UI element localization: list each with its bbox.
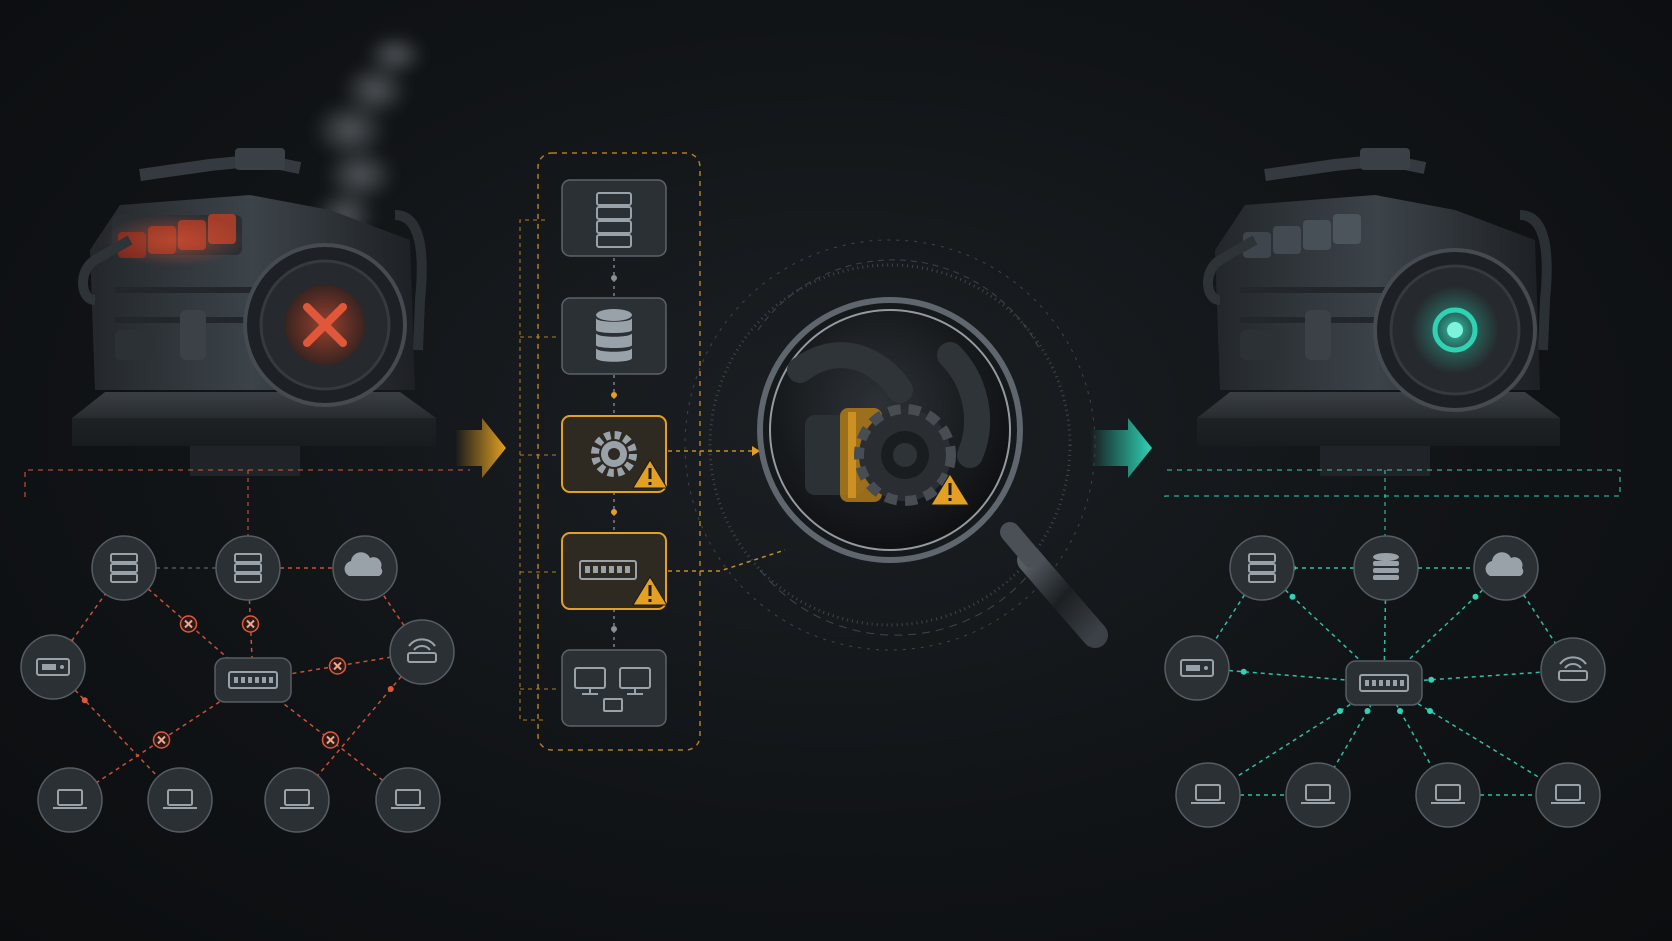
network-node-laptop xyxy=(1415,762,1481,828)
gear-icon xyxy=(591,431,637,477)
magnifier-icon xyxy=(684,239,1108,651)
failed-network xyxy=(20,535,455,833)
network-node-laptop xyxy=(1175,762,1241,828)
network-node-router xyxy=(389,619,455,685)
diagnosis-stack xyxy=(519,152,786,751)
laptop-icon xyxy=(1191,784,1225,804)
storage-device-icon xyxy=(1180,659,1214,677)
network-node-cloud xyxy=(332,535,398,601)
power-glow-icon xyxy=(1432,307,1478,353)
switch-icon xyxy=(228,671,278,689)
network-node-switch xyxy=(214,657,292,703)
link-break-icon xyxy=(328,657,347,675)
network-node-server xyxy=(1229,535,1295,601)
database-icon xyxy=(1373,553,1399,580)
server-rack-icon xyxy=(596,192,632,248)
warning-triangle-icon xyxy=(632,459,668,489)
link-break-icon xyxy=(241,615,260,633)
laptop-icon xyxy=(53,789,87,809)
router-icon xyxy=(1558,656,1588,681)
stack-block-server xyxy=(561,179,667,257)
link-pulse-dot xyxy=(1427,708,1433,714)
laptop-icon xyxy=(1551,784,1585,804)
red-cylinder-heads xyxy=(105,214,245,266)
storage-device-icon xyxy=(36,658,70,676)
link-pulse-dot xyxy=(1240,668,1247,675)
failed-engine xyxy=(72,33,436,476)
laptop-icon xyxy=(391,789,425,809)
magnifier-handle xyxy=(1017,547,1108,648)
link-pulse-dot xyxy=(387,686,394,692)
link-break-icon xyxy=(152,731,171,749)
warning-triangle-icon xyxy=(632,576,668,606)
link-pulse-dot xyxy=(1428,676,1435,683)
network-node-database xyxy=(1353,535,1419,601)
cloud-icon xyxy=(344,552,383,576)
network-node-router xyxy=(1540,637,1606,703)
network-node-laptop xyxy=(1285,762,1351,828)
switch-icon xyxy=(1359,674,1409,692)
network-node-storage-device xyxy=(1164,635,1230,701)
server-icon xyxy=(1248,553,1276,583)
network-node-server xyxy=(91,535,157,601)
arrow-to-diagnosis xyxy=(455,418,506,478)
laptop-icon xyxy=(163,789,197,809)
network-node-switch xyxy=(1345,660,1423,706)
cloud-icon xyxy=(1485,552,1524,576)
network-node-laptop xyxy=(37,767,103,833)
network-node-laptop xyxy=(264,767,330,833)
link-break-icon xyxy=(179,615,198,633)
network-node-laptop xyxy=(375,767,441,833)
network-node-laptop xyxy=(1535,762,1601,828)
workstations-icon xyxy=(574,667,651,712)
arrow-to-restored xyxy=(1090,418,1152,478)
network-node-cloud xyxy=(1473,535,1539,601)
restored-network xyxy=(1164,535,1606,828)
laptop-icon xyxy=(1431,784,1465,804)
cylinder-heads xyxy=(1243,214,1361,258)
stack-block-database xyxy=(561,297,667,375)
network-link xyxy=(1317,682,1385,796)
stack-block-switch xyxy=(561,532,668,610)
server-icon xyxy=(110,553,138,583)
database-icon xyxy=(596,309,632,362)
link-pulse-dot xyxy=(81,697,88,704)
link-pulse-dot xyxy=(1397,708,1403,714)
warning-triangle-icon xyxy=(930,473,970,506)
failed-bracket xyxy=(24,469,470,497)
link-pulse-dot xyxy=(1364,708,1371,714)
router-icon xyxy=(407,638,437,663)
network-node-storage-device xyxy=(20,634,86,700)
stack-block-gear xyxy=(561,415,668,493)
network-node-laptop xyxy=(147,767,213,833)
network-switch-icon xyxy=(579,560,637,580)
link-pulse-dot xyxy=(1337,708,1343,714)
smoke-plume xyxy=(312,33,425,241)
server-icon xyxy=(234,553,262,583)
link-pulse-dot xyxy=(1472,593,1479,600)
faulty-gear-icon xyxy=(805,404,956,506)
x-mark-icon xyxy=(303,303,347,347)
stack-block-clients xyxy=(561,649,667,727)
restored-bracket xyxy=(1164,469,1621,497)
network-node-server xyxy=(215,535,281,601)
restored-engine xyxy=(1197,148,1560,476)
link-break-icon xyxy=(321,731,340,749)
laptop-icon xyxy=(280,789,314,809)
link-pulse-dot xyxy=(1289,593,1296,600)
laptop-icon xyxy=(1301,784,1335,804)
